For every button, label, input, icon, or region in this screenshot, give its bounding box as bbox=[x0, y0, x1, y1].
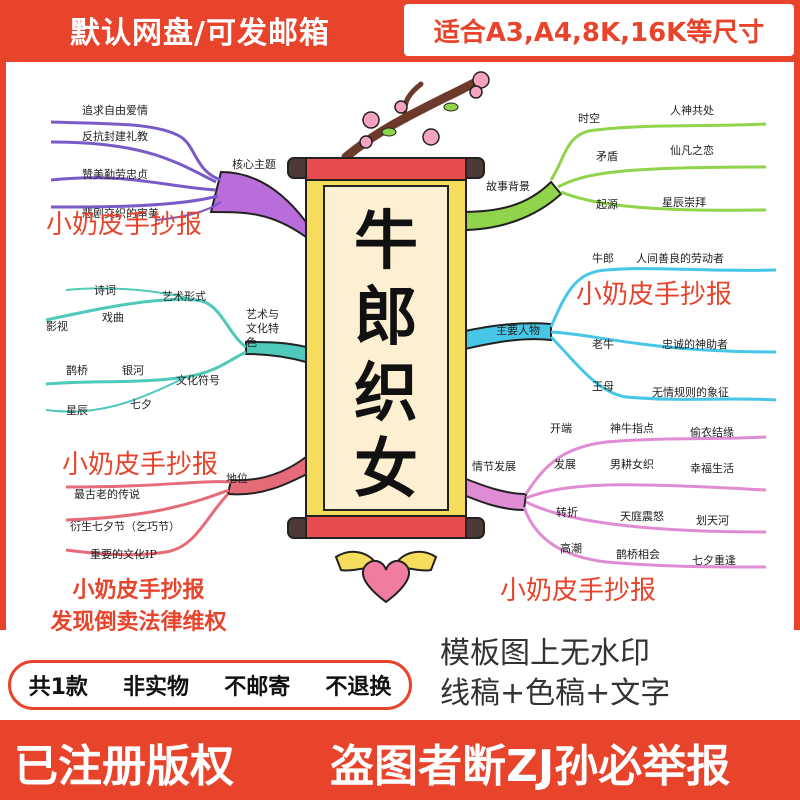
sub-art-form: 艺术形式 bbox=[162, 290, 206, 303]
watermark: 小奶皮手抄报 bbox=[62, 450, 219, 480]
sub-culture-symbol: 文化符号 bbox=[176, 374, 220, 387]
hub-status: 地位 bbox=[226, 472, 248, 485]
branch-item: 悲剧交织的审美 bbox=[82, 207, 159, 220]
tag-item: 不邮寄 bbox=[224, 675, 291, 700]
bottom-banner-right: 盗图者断ZJ孙必举报 bbox=[330, 741, 731, 792]
branch-item: 仙凡之恋 bbox=[670, 144, 714, 157]
hub-core-theme: 核心主题 bbox=[232, 158, 276, 171]
watermark: 小奶皮手抄报 bbox=[576, 280, 733, 310]
branch-item: 星辰崇拜 bbox=[662, 196, 706, 209]
branch-item: 王母 bbox=[592, 380, 614, 393]
branch-item: 七夕重逢 bbox=[692, 554, 736, 567]
title-char-3: 织 bbox=[354, 356, 418, 431]
note-contents: 线稿+色稿+文字 bbox=[440, 676, 671, 711]
branch-item: 老牛 bbox=[592, 338, 614, 351]
title-char-4: 女 bbox=[354, 432, 418, 507]
branch-item: 矛盾 bbox=[596, 150, 618, 163]
warning-box: 小奶皮手抄报 发现倒卖法律维权 bbox=[6, 566, 271, 652]
top-left-banner: 默认网盘/可发邮箱 bbox=[0, 0, 400, 60]
note-no-watermark: 模板图上无水印 bbox=[440, 636, 650, 671]
branch-item: 神牛指点 bbox=[610, 422, 654, 435]
top-left-banner-text: 默认网盘/可发邮箱 bbox=[70, 16, 330, 51]
branch-item: 高潮 bbox=[560, 542, 582, 555]
poster: 牛 郎 织 女 核心主题 追求自由爱情 反抗封建礼教 赞美勤劳忠贞 悲剧交织的审… bbox=[6, 62, 794, 630]
hub-main-characters: 主要人物 bbox=[496, 324, 540, 337]
tag-item: 不退换 bbox=[325, 675, 392, 700]
branch-item: 转折 bbox=[556, 506, 578, 519]
branch-item: 赞美勤劳忠贞 bbox=[82, 168, 148, 181]
branch-item: 鹊桥 bbox=[66, 364, 88, 377]
hub-story-background: 故事背景 bbox=[486, 180, 530, 193]
branch-item: 最古老的传说 bbox=[74, 488, 140, 501]
title-char-2: 郎 bbox=[354, 280, 418, 355]
branch-item: 天庭震怒 bbox=[620, 510, 664, 523]
branch-item: 戏曲 bbox=[102, 311, 124, 324]
branch-item: 人间善良的劳动者 bbox=[636, 252, 724, 265]
hub-art-culture: 艺术与文化特色 bbox=[246, 308, 279, 349]
title-column: 牛 郎 织 女 bbox=[324, 190, 448, 507]
branch-item: 反抗封建礼教 bbox=[82, 130, 148, 143]
title-char-1: 牛 bbox=[354, 204, 418, 279]
branch-item: 影视 bbox=[46, 320, 68, 333]
branch-item: 星辰 bbox=[66, 404, 88, 417]
branch-item: 鹊桥相会 bbox=[616, 548, 660, 561]
mind-map-branches bbox=[45, 71, 777, 604]
top-right-banner: 适合A3,A4,8K,16K等尺寸 bbox=[404, 4, 794, 56]
bottom-banner: 已注册版权 盗图者断ZJ孙必举报 bbox=[0, 720, 800, 800]
branch-item: 无情规则的象征 bbox=[652, 386, 729, 399]
branch-item: 银河 bbox=[122, 364, 144, 377]
tag-pill: 共1款 非实物 不邮寄 不退换 bbox=[8, 660, 412, 710]
watermark: 小奶皮手抄报 bbox=[46, 210, 203, 240]
warning-line-1: 小奶皮手抄报 bbox=[72, 578, 205, 603]
branch-item: 时空 bbox=[578, 112, 600, 125]
watermark: 小奶皮手抄报 bbox=[500, 576, 657, 606]
bottom-banner-left: 已注册版权 bbox=[14, 741, 234, 792]
branch-item: 幸福生活 bbox=[690, 462, 734, 475]
branch-item: 忠诚的神助者 bbox=[662, 338, 728, 351]
branch-item: 七夕 bbox=[130, 398, 152, 411]
tag-item: 非实物 bbox=[123, 675, 190, 700]
branch-item: 追求自由爱情 bbox=[82, 104, 148, 117]
branch-item: 发展 bbox=[554, 458, 576, 471]
branch-item: 重要的文化IP bbox=[90, 548, 157, 561]
branch-item: 人神共处 bbox=[670, 104, 714, 117]
branch-item: 开端 bbox=[550, 422, 572, 435]
branch-item: 牛郎 bbox=[592, 252, 614, 265]
top-right-banner-text: 适合A3,A4,8K,16K等尺寸 bbox=[433, 17, 765, 48]
tag-item: 共1款 bbox=[28, 675, 88, 700]
branch-item: 起源 bbox=[596, 198, 618, 211]
branch-item: 划天河 bbox=[696, 514, 729, 527]
tag-bar: 共1款 非实物 不邮寄 不退换 bbox=[0, 652, 420, 718]
branch-item: 偷衣结缘 bbox=[690, 426, 734, 439]
hub-plot-development: 情节发展 bbox=[472, 460, 516, 473]
branch-item: 诗词 bbox=[94, 284, 116, 297]
branch-item: 衍生七夕节（乞巧节） bbox=[70, 520, 180, 533]
branch-item: 男耕女织 bbox=[610, 458, 654, 471]
warning-line-2: 发现倒卖法律维权 bbox=[50, 610, 227, 635]
